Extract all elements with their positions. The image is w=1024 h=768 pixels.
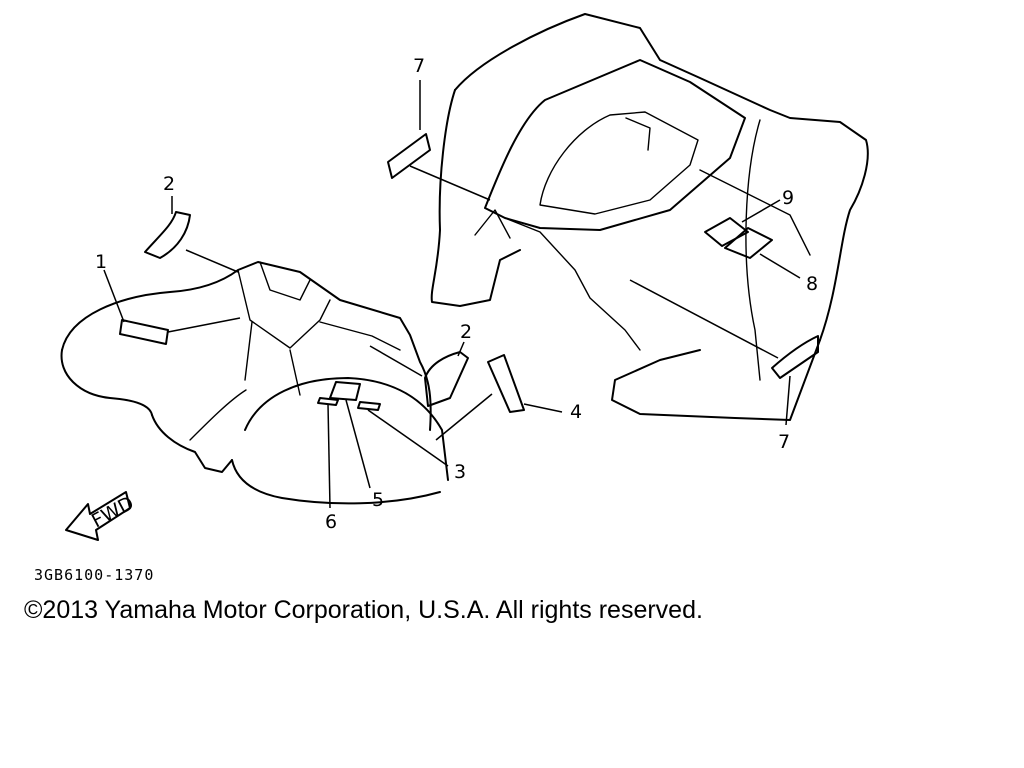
decal-3	[357, 401, 381, 411]
fwd-arrow-label: FWD	[88, 492, 137, 532]
callout-7-top: 7	[413, 55, 425, 77]
fwd-arrow: FWD	[65, 491, 138, 541]
callout-5: 5	[372, 489, 384, 511]
callout-6: 6	[325, 511, 337, 533]
callout-3: 3	[454, 461, 466, 483]
rear-fender	[430, 13, 869, 421]
callout-2-front: 2	[460, 321, 472, 343]
decal-shapes	[119, 133, 819, 413]
callout-2-top: 2	[163, 173, 175, 195]
callout-1: 1	[95, 251, 107, 273]
decal-9	[704, 217, 749, 247]
parts-diagram: 1 2 2 3 4 5 6 7 7 8 9 FWD	[60, 13, 869, 541]
decal-7-side	[771, 335, 819, 379]
drawing-code: 3GB6100-1370	[34, 566, 155, 584]
copyright-notice: ©2013 Yamaha Motor Corporation, U.S.A. A…	[24, 596, 703, 624]
decal-5	[329, 381, 361, 401]
decal-6	[317, 397, 339, 406]
decal-8	[724, 227, 773, 259]
decal-2-top	[144, 211, 191, 259]
callout-7-side: 7	[778, 431, 790, 453]
decal-1	[119, 319, 169, 345]
decal-2-front	[424, 351, 469, 407]
leader-lines	[103, 80, 801, 509]
front-fender	[60, 261, 449, 505]
callout-8: 8	[806, 273, 818, 295]
callout-9: 9	[782, 187, 794, 209]
decal-7-rear	[387, 133, 431, 179]
callout-4: 4	[570, 401, 582, 423]
decal-4	[487, 354, 525, 413]
callout-numbers: 1 2 2 3 4 5 6 7 7 8 9	[95, 55, 818, 533]
